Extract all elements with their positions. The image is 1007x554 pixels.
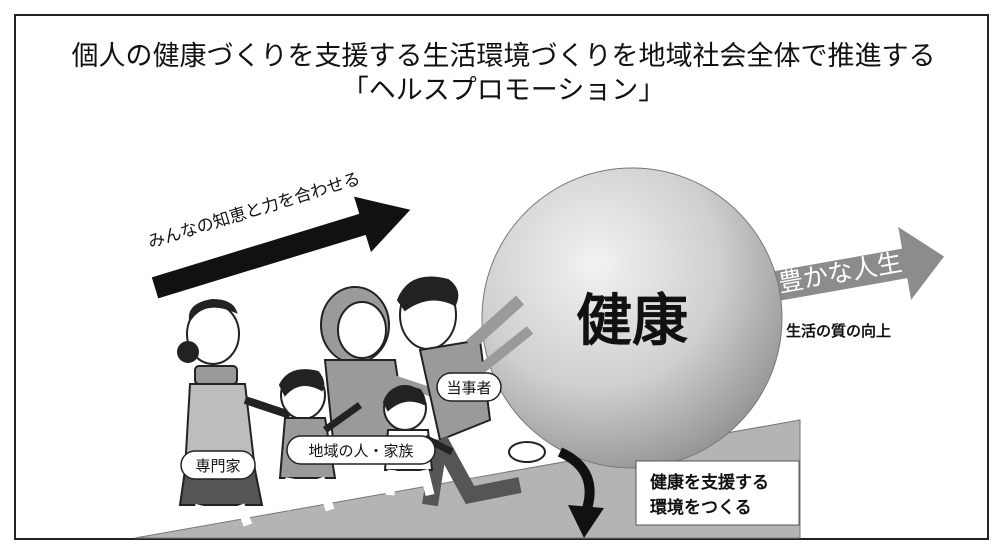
cooperation-arrow xyxy=(151,196,411,299)
diagram-title: 個人の健康づくりを支援する生活環境づくりを地域社会全体で推進する 「ヘルスプロモ… xyxy=(0,40,1007,108)
main-person-figure xyxy=(396,276,546,507)
label-tojisha: 当事者 xyxy=(436,372,502,402)
environment-box-line2: 環境をつくる xyxy=(650,497,752,518)
health-ball xyxy=(481,167,783,469)
label-chiiki-text: 地域の人・家族 xyxy=(308,442,413,460)
label-senmonka: 専門家 xyxy=(180,450,256,480)
support-curve-arrowhead xyxy=(568,505,604,538)
health-ball-label: 健康 xyxy=(576,289,688,354)
environment-box: 健康を支援する 環境をつくる xyxy=(635,460,800,526)
quality-of-life-label: 生活の質の向上 xyxy=(786,322,891,340)
label-senmonka-text: 専門家 xyxy=(195,457,240,475)
label-tojisha-text: 当事者 xyxy=(446,379,491,397)
title-line-2: 「ヘルスプロモーション」 xyxy=(341,75,666,106)
support-curve-arrow xyxy=(557,447,595,514)
rich-life-arrow xyxy=(769,226,945,302)
environment-box-line1: 健康を支援する xyxy=(650,472,769,493)
label-chiiki: 地域の人・家族 xyxy=(286,435,436,465)
title-line-1: 個人の健康づくりを支援する生活環境づくりを地域社会全体で推進する xyxy=(71,41,936,72)
professional-figure xyxy=(177,298,292,527)
rich-life-label: 豊かな人生 xyxy=(776,248,904,298)
